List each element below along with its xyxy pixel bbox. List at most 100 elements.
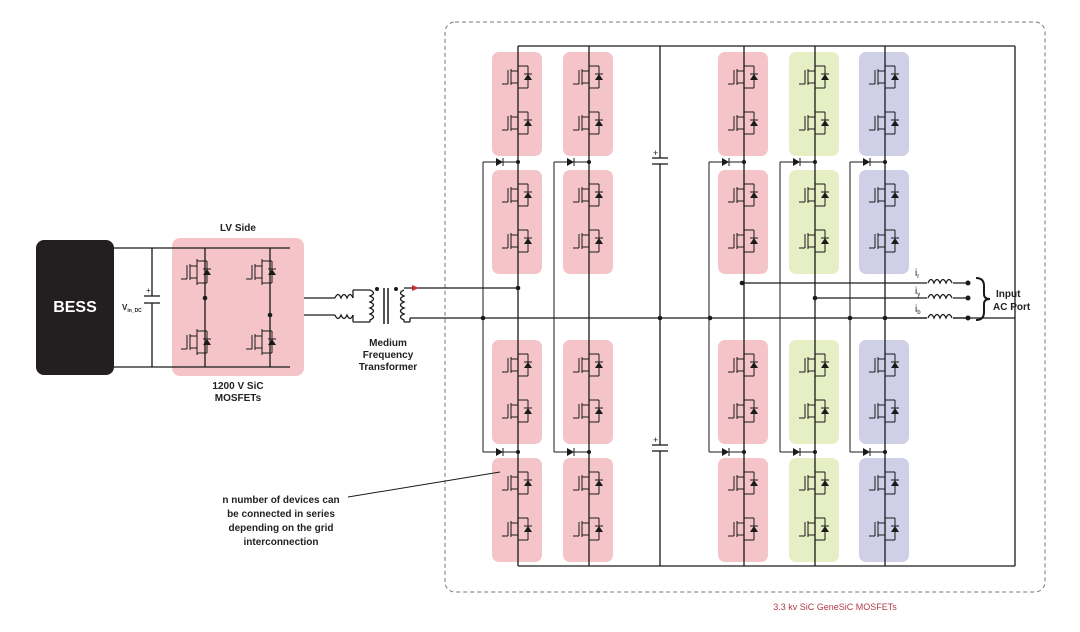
hv-module-c3-r2 (718, 170, 768, 274)
hv-switch-c3-r4-top (728, 470, 758, 496)
hv-module-c1-r1 (492, 52, 542, 156)
hv-modules (482, 46, 909, 566)
hv-switch-c2-r3-top (573, 352, 603, 378)
current-label-b: i (915, 304, 917, 315)
hv-module-c4-r3 (789, 340, 839, 444)
lv-devices-label-line1: 1200 V SiC (212, 381, 263, 392)
hv-module-c3-r1 (718, 52, 768, 156)
clamp-diode-c1-1 (482, 158, 520, 318)
lv-side-title: LV Side (220, 223, 256, 234)
hv-module-c4-r1 (789, 52, 839, 156)
hv-switch-c5-r1-top (869, 64, 899, 90)
lv-bridge-module (172, 238, 304, 376)
hv-module-c2-r1 (563, 52, 613, 156)
note-line2: be connected in series (227, 509, 335, 520)
hv-switch-c2-r1-top (573, 64, 603, 90)
hv-switch-c3-r3-bottom (728, 398, 758, 424)
hv-module-c5-r1 (859, 52, 909, 156)
hv-switch-c1-r2-bottom (502, 228, 532, 254)
hv-switch-c2-r2-bottom (573, 228, 603, 254)
hv-switch-c5-r2-bottom (869, 228, 899, 254)
svg-text:+: + (653, 435, 658, 445)
hv-switch-c1-r3-bottom (502, 398, 532, 424)
hv-module-c1-r3 (492, 340, 542, 444)
transformer-label-line2: Frequency (363, 350, 414, 361)
clamp-diode-c1-2 (482, 318, 520, 456)
hv-switch-c2-r1-bottom (573, 110, 603, 136)
hv-module-c2-r4 (563, 458, 613, 562)
current-label-y: i (915, 286, 917, 297)
hv-module-c4-r2 (789, 170, 839, 274)
note-line1: n number of devices can (222, 495, 339, 506)
vin-dc-label: Vin_DC (122, 303, 142, 314)
hv-section-boundary (444, 21, 1046, 593)
hv-switch-c3-r1-bottom (728, 110, 758, 136)
ac-port-label-line2: AC Port (993, 302, 1031, 313)
svg-text:+: + (146, 286, 151, 295)
clamp-diode-c2-2 (553, 318, 591, 456)
hv-switch-c5-r4-bottom (869, 516, 899, 542)
hv-switch-c3-r2-top (728, 182, 758, 208)
hv-switch-c4-r4-bottom (799, 516, 829, 542)
hv-switch-c1-r4-top (502, 470, 532, 496)
hv-dc-capacitor-lower: + (650, 435, 670, 452)
hv-switch-c1-r4-bottom (502, 516, 532, 542)
svg-text:+: + (653, 148, 658, 158)
hv-switch-c1-r3-top (502, 352, 532, 378)
hv-switch-c5-r2-top (869, 182, 899, 208)
bess-block (36, 240, 114, 375)
ac-inductor-1 (927, 278, 953, 285)
hv-switch-c2-r4-top (573, 470, 603, 496)
hv-switch-c1-r2-top (502, 182, 532, 208)
hv-module-c3-r3 (718, 340, 768, 444)
hv-switch-c4-r2-bottom (799, 228, 829, 254)
hv-switch-c1-r1-bottom (502, 110, 532, 136)
clamp-diode-c5-1 (849, 158, 887, 318)
transformer-label-line1: Medium (369, 338, 407, 349)
hv-module-c4-r4 (789, 458, 839, 562)
ac-inductors (927, 277, 953, 320)
hv-switch-c1-r1-top (502, 64, 532, 90)
lv-switches (181, 259, 276, 355)
hv-module-c2-r2 (563, 170, 613, 274)
ac-inductor-2 (927, 293, 953, 300)
clamp-diode-c2-1 (553, 158, 591, 318)
hv-module-c5-r3 (859, 340, 909, 444)
hv-switch-c3-r3-top (728, 352, 758, 378)
hv-switch-c4-r3-bottom (799, 398, 829, 424)
hv-switch-c3-r4-bottom (728, 516, 758, 542)
hv-switch-c2-r3-bottom (573, 398, 603, 424)
hv-dc-capacitor-upper: + (650, 148, 670, 165)
hv-module-c1-r4 (492, 458, 542, 562)
hv-switch-c5-r1-bottom (869, 110, 899, 136)
clamp-diode-c3-1 (708, 158, 746, 318)
hv-switch-c4-r1-bottom (799, 110, 829, 136)
lv-devices-label-line2: MOSFETs (215, 393, 262, 404)
lv-switch-q4 (246, 329, 276, 355)
transformer-label-line3: Transformer (359, 362, 417, 373)
note-line3: depending on the grid (229, 523, 334, 534)
ac-terminals (965, 280, 971, 321)
hv-module-c5-r4 (859, 458, 909, 562)
hv-switch-c4-r4-top (799, 470, 829, 496)
hv-switch-c4-r2-top (799, 182, 829, 208)
hv-switch-c2-r4-bottom (573, 516, 603, 542)
svg-text:ib: ib (915, 304, 921, 316)
hv-switch-c5-r3-bottom (869, 398, 899, 424)
svg-text:ir: ir (915, 268, 919, 280)
hv-module-c1-r2 (492, 170, 542, 274)
hv-switch-c3-r2-bottom (728, 228, 758, 254)
hv-switch-c4-r1-top (799, 64, 829, 90)
ac-port-brace (975, 277, 991, 321)
hv-switch-c5-r3-top (869, 352, 899, 378)
note-line4: interconnection (243, 537, 318, 548)
lv-switch-q3 (181, 329, 211, 355)
ac-inductor-3 (927, 313, 953, 320)
clamp-diode-c4-1 (779, 158, 817, 318)
hv-switch-c5-r4-top (869, 470, 899, 496)
lv-switch-q2 (246, 259, 276, 285)
hv-devices-caption: 3.3 kv SiC GeneSiC MOSFETs (773, 602, 897, 612)
hv-module-c3-r4 (718, 458, 768, 562)
transformer-symbol (334, 285, 430, 324)
